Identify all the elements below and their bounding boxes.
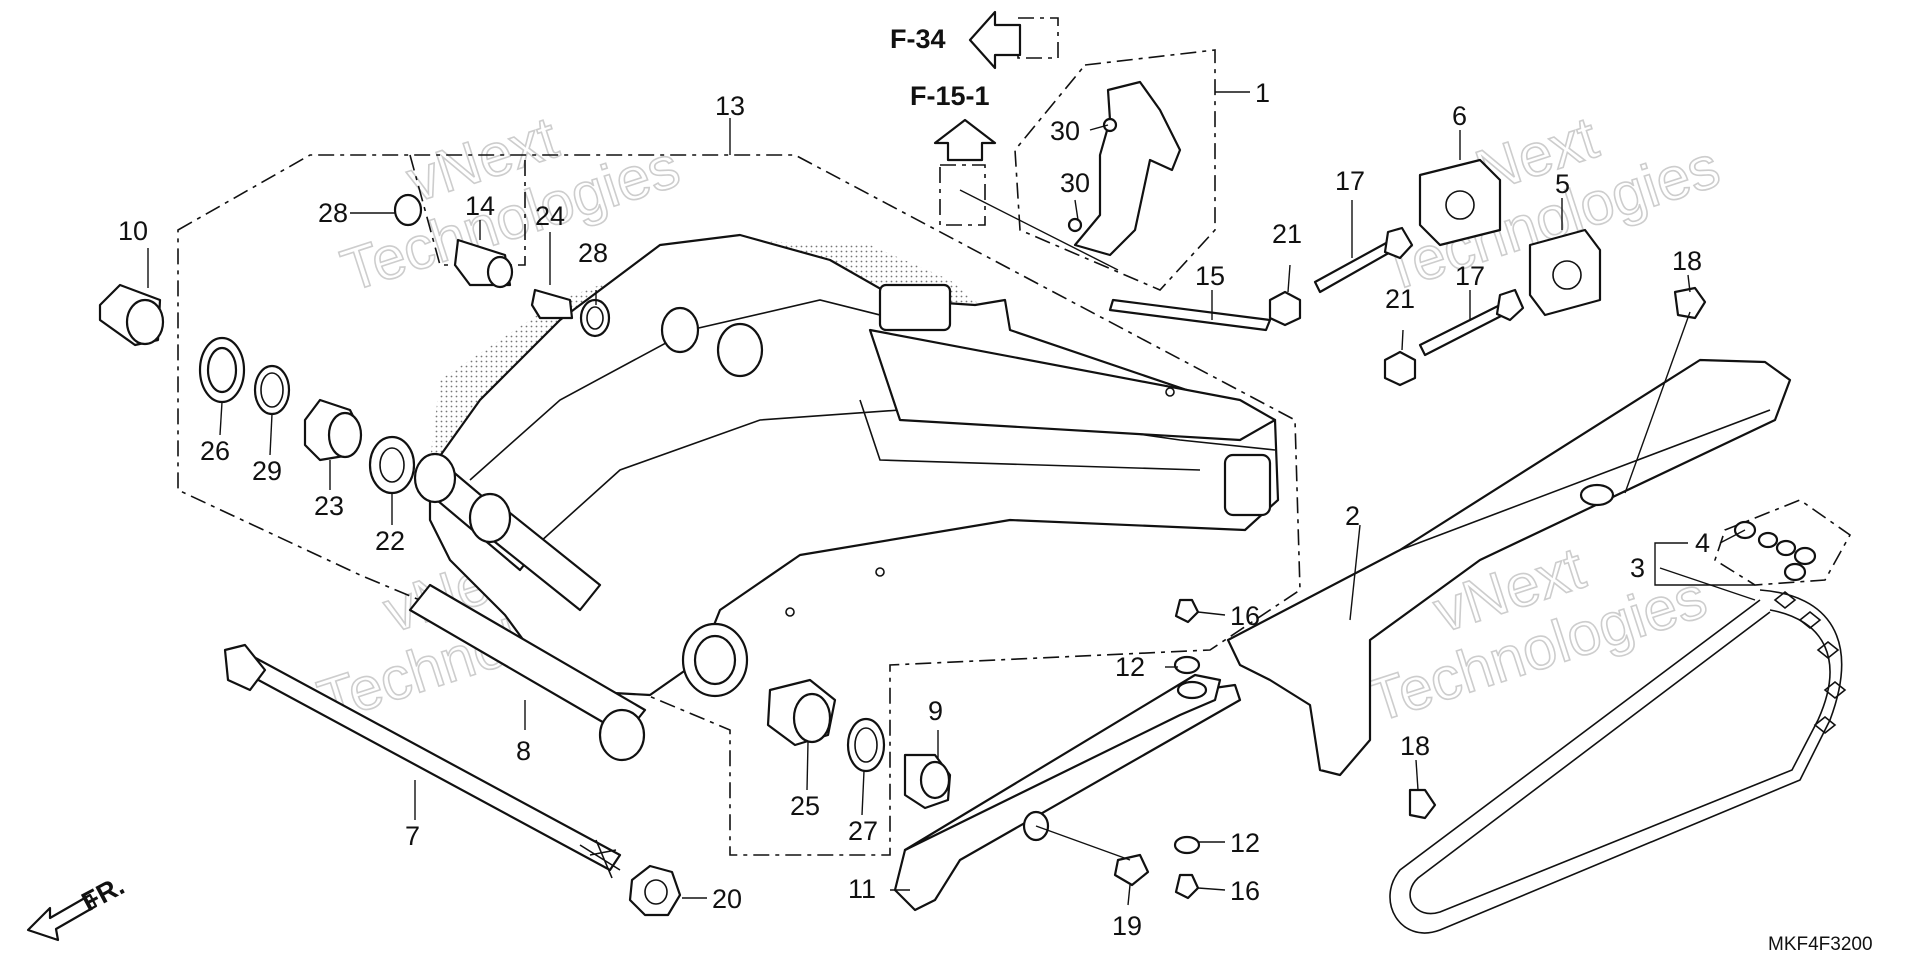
callout-8: 8 [516,736,531,766]
diagram-part-code: MKF4F3200 [1768,934,1873,955]
callout-25: 25 [790,791,820,821]
callout-10: 10 [118,216,148,246]
callout-23: 23 [314,491,344,521]
chain-guard [1226,358,1792,777]
swingarm [413,233,1280,698]
chain-joint-kit [1733,520,1817,582]
callout-2: 2 [1345,501,1360,531]
right-pivot-parts [766,678,952,810]
callout-3: 3 [1630,553,1645,583]
callout-14: 14 [465,191,495,221]
callout-11: 11 [848,874,876,904]
callout-labels: 1 2 3 4 5 6 7 8 9 10 11 12 12 13 14 15 1… [118,78,1710,941]
guard-bracket [1067,80,1182,257]
up-arrow-icon [933,118,997,162]
callout-22: 22 [375,526,405,556]
adjuster-blocks [1418,158,1602,317]
callout-29: 29 [252,456,282,486]
callout-19: 19 [1112,911,1142,941]
callout-16: 16 [1230,876,1260,906]
callout-5: 5 [1555,169,1570,199]
callout-20: 20 [712,884,742,914]
reference-label-f34[interactable]: F-34 [890,24,946,54]
callout-30: 30 [1060,168,1090,198]
left-arrow-icon [968,10,1022,70]
callout-24: 24 [535,201,565,231]
callout-9: 9 [928,696,943,726]
front-direction-arrow-icon [26,893,98,942]
callout-7: 7 [405,821,420,851]
drive-chain [1389,589,1847,934]
pivot-axle [223,583,682,917]
adjuster-bolts [1268,226,1707,820]
callout-28: 28 [318,198,348,228]
reference-arrows [933,10,1022,162]
callout-18: 18 [1400,731,1430,761]
callout-1: 1 [1255,78,1270,108]
collar [98,283,165,347]
callout-26: 26 [200,436,230,466]
callout-21: 21 [1385,284,1415,314]
callout-6: 6 [1452,101,1467,131]
callout-18: 18 [1672,246,1702,276]
pivot-bearing-parts [98,193,611,495]
callout-17: 17 [1335,166,1365,196]
callout-16: 16 [1230,601,1260,631]
callout-12: 12 [1230,828,1260,858]
guard-hardware [1173,598,1201,900]
callout-21: 21 [1272,219,1302,249]
callout-4: 4 [1695,528,1710,558]
reference-label-f15-1[interactable]: F-15-1 [910,81,990,111]
callout-12: 12 [1115,652,1145,682]
callout-13: 13 [715,91,745,121]
callout-30: 30 [1050,116,1080,146]
callout-28: 28 [578,238,608,268]
callout-27: 27 [848,816,878,846]
guard-label-strip [1108,298,1272,332]
leader-lines [147,91,1756,906]
callout-15: 15 [1195,261,1225,291]
callout-17: 17 [1455,261,1485,291]
axle-nut [628,864,682,917]
